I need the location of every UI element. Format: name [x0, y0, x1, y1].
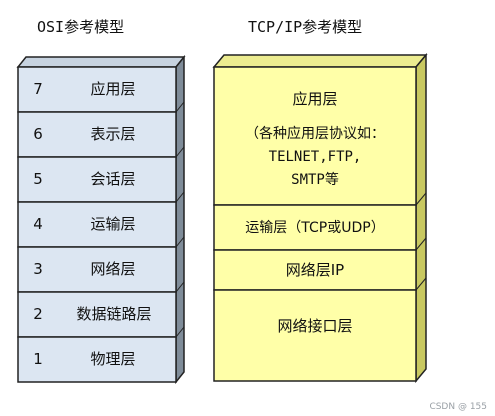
tcp-side-sep: [415, 237, 427, 251]
osi-side-sep: [175, 191, 185, 203]
tcp-transport-box: [213, 204, 417, 251]
osi-layer-1-name: 物理层: [90, 350, 136, 368]
osi-layer-4-name: 运输层: [90, 215, 136, 233]
tcp-application-label: 应用层: [292, 90, 338, 108]
osi-layer-1-box: [17, 336, 177, 383]
osi-stack: [16, 54, 186, 385]
osi-side-sep: [175, 236, 185, 248]
tcp-application-desc-2: TELNET,FTP,: [268, 149, 362, 165]
tcp-side-sep: [415, 192, 427, 206]
tcp-transport-label: 运输层（TCP或UDP）: [245, 220, 385, 236]
tcp-side-sep: [415, 277, 427, 291]
tcp-side-face: [415, 52, 427, 384]
osi-layer-4-num: 4: [33, 215, 43, 233]
osi-layer-2-name: 数据链路层: [76, 305, 152, 323]
tcp-network-interface-label: 网络接口层: [277, 317, 353, 335]
osi-top-face: [16, 56, 186, 68]
osi-side-sep: [175, 326, 185, 338]
tcp-application-desc-3: SMTP等: [291, 172, 339, 188]
osi-layer-4-box: [17, 201, 177, 248]
tcp-title: TCP/IP参考模型: [248, 18, 363, 36]
osi-layer-6-num: 6: [33, 125, 43, 143]
osi-layer-5-name: 会话层: [90, 170, 136, 188]
osi-side-sep: [175, 146, 185, 158]
osi-layer-7-box: [17, 66, 177, 113]
osi-layer-2-box: [17, 291, 177, 338]
osi-layer-3-num: 3: [33, 260, 43, 278]
osi-side-sep: [175, 101, 185, 113]
osi-layer-6-box: [17, 111, 177, 158]
watermark: CSDN @ 155: [429, 402, 487, 412]
tcp-internet-label: 网络层IP: [285, 261, 345, 279]
osi-layer-7-name: 应用层: [90, 80, 136, 98]
osi-side-sep: [175, 281, 185, 293]
osi-layer-1-num: 1: [33, 350, 43, 368]
osi-side-face: [175, 54, 185, 385]
osi-layer-3-name: 网络层: [90, 260, 136, 278]
tcp-application-desc-1: （各种应用层协议如：: [245, 126, 385, 142]
tcp-top-face: [212, 54, 428, 68]
osi-layer-5-num: 5: [33, 170, 43, 188]
tcp-application-box: [213, 66, 417, 206]
osi-layer-6-name: 表示层: [90, 125, 136, 143]
tcp-internet-box: [213, 249, 417, 291]
osi-layer-2-num: 2: [33, 305, 43, 323]
osi-layer-7-num: 7: [33, 80, 43, 98]
tcp-network-interface-box: [213, 289, 417, 382]
tcp-stack: [212, 52, 428, 384]
osi-title: OSI参考模型: [37, 18, 125, 36]
